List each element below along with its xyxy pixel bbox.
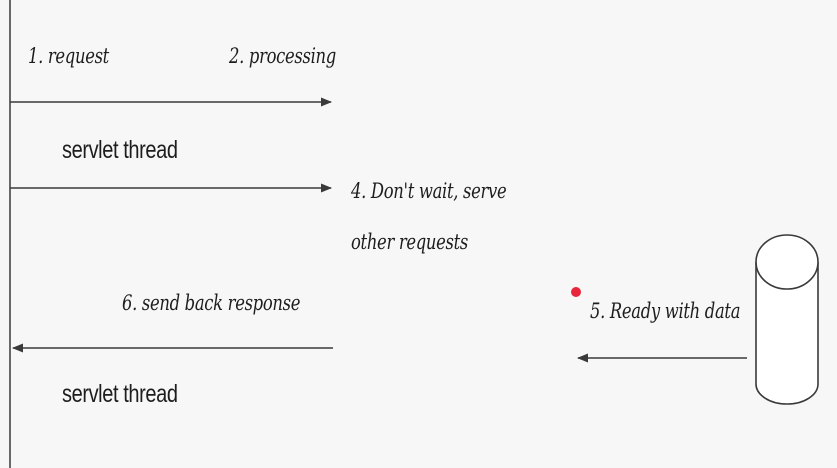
- step-processing-label: 2. processing: [229, 44, 336, 68]
- step-send-response-label: 6. send back response: [122, 291, 301, 315]
- step-dont-wait-label: 4. Don't wait, serve: [351, 179, 507, 203]
- step-other-requests-label: other requests: [351, 230, 469, 254]
- step-ready-data-label: 5. Ready with data: [590, 299, 741, 323]
- step-request-label: 1. request: [28, 44, 109, 68]
- pointer-dot: [571, 287, 581, 297]
- servlet-thread-label-top: servlet thread: [62, 136, 178, 164]
- database-icon: [755, 234, 819, 405]
- servlet-thread-label-bottom: servlet thread: [62, 380, 178, 408]
